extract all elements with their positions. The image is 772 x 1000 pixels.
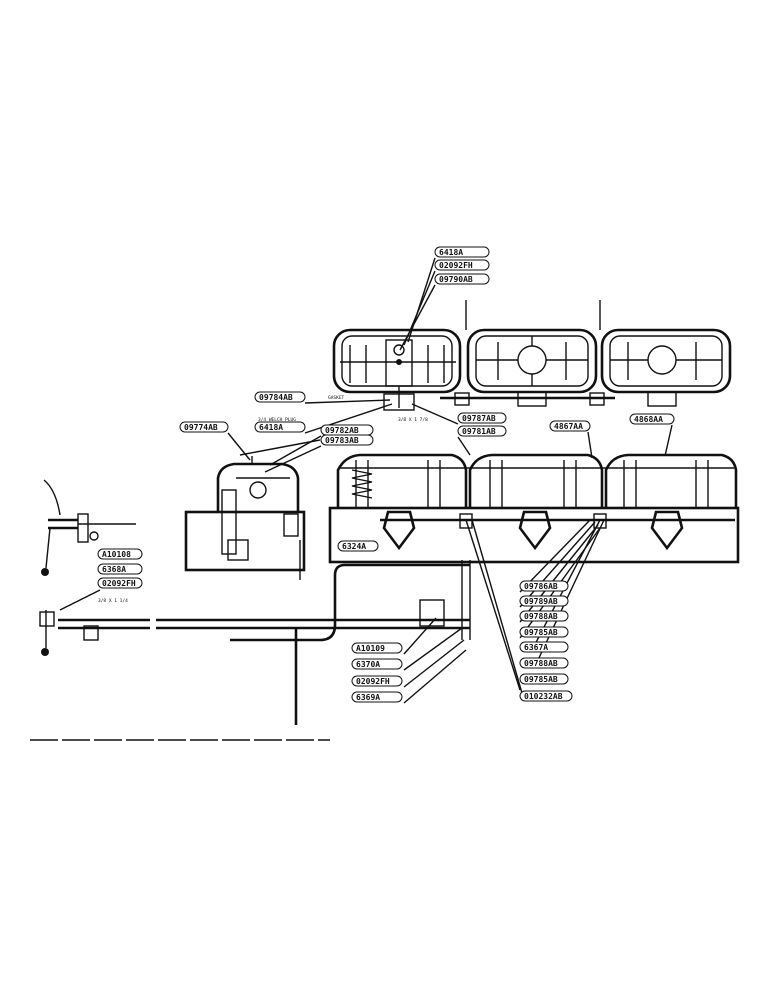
callout-09789ab: 09789AB bbox=[519, 595, 569, 607]
callout-text: 09790AB bbox=[439, 275, 473, 284]
callout-09785ab-2: 09785AB bbox=[519, 673, 569, 685]
callout-text: 4867AA bbox=[554, 422, 583, 431]
carburetor-bowl-middle bbox=[466, 328, 598, 407]
part-callouts: 6418A 02092FH 09790AB 09784AB 6418A 09774AB 09… bbox=[97, 246, 675, 703]
callout-text: 010232AB bbox=[524, 692, 563, 701]
callout-6418a-mid: 6418A bbox=[254, 421, 306, 433]
callout-4867aa: 4867AA bbox=[549, 420, 591, 432]
leader-lines bbox=[227, 257, 673, 704]
callout-text: 09788AB bbox=[524, 612, 558, 621]
callout-09774ab: 09774AB bbox=[179, 421, 229, 433]
callout-text: 6418A bbox=[259, 423, 283, 432]
callout-02092fh-left: 02092FH bbox=[97, 577, 143, 589]
callout-a10108: A10108 bbox=[97, 548, 143, 560]
callout-a10109: A10109 bbox=[351, 642, 403, 654]
callout-09787ab: 09787AB bbox=[457, 412, 507, 424]
callout-text: 6418A bbox=[439, 248, 463, 257]
left-small-note: 3/8 X 1 1/4 bbox=[98, 598, 128, 604]
callout-text: 09785AB bbox=[524, 628, 558, 637]
callout-6368a: 6368A bbox=[97, 563, 143, 575]
callout-text: 02092FH bbox=[439, 261, 473, 270]
callout-09783ab: 09783AB bbox=[320, 434, 374, 446]
callout-text: A10108 bbox=[102, 550, 131, 559]
callout-09786ab: 09786AB bbox=[519, 580, 569, 592]
carburetor-bowl-right bbox=[600, 328, 732, 407]
callout-6370a: 6370A bbox=[351, 658, 403, 670]
callout-6369a: 6369A bbox=[351, 691, 403, 703]
callout-text: 09787AB bbox=[462, 414, 496, 423]
callout-6418a-top: 6418A bbox=[434, 246, 490, 258]
callout-text: 09782AB bbox=[325, 426, 359, 435]
callout-09788ab-2: 09788AB bbox=[519, 657, 569, 669]
callout-09781ab: 09781AB bbox=[457, 425, 507, 437]
callout-4868aa: 4868AA bbox=[629, 413, 675, 425]
callout-6324a: 6324A bbox=[337, 540, 379, 552]
callout-text: 02092FH bbox=[356, 677, 390, 686]
callout-text: 09783AB bbox=[325, 436, 359, 445]
callout-text: 09785AB bbox=[524, 675, 558, 684]
callout-09785ab-1: 09785AB bbox=[519, 626, 569, 638]
callout-02092fh-top: 02092FH bbox=[434, 259, 490, 271]
callout-text: 09786AB bbox=[524, 582, 558, 591]
callout-text: 09774AB bbox=[184, 423, 218, 432]
carburetor-cross-section bbox=[184, 439, 321, 580]
callout-text: 6370A bbox=[356, 660, 380, 669]
callout-09784ab: 09784AB bbox=[254, 391, 306, 403]
throttle-lever-left bbox=[39, 479, 136, 656]
callout-text: 6367A bbox=[524, 643, 548, 652]
callout-02092fh-low: 02092FH bbox=[351, 675, 403, 687]
callout-text: 6368A bbox=[102, 565, 126, 574]
callout-6367a: 6367A bbox=[519, 641, 569, 653]
callout-010232ab: 010232AB bbox=[519, 690, 573, 702]
callout-text: 09784AB bbox=[259, 393, 293, 402]
gasket-note: GASKET bbox=[328, 395, 345, 401]
callout-text: A10109 bbox=[356, 644, 385, 653]
intake-manifold-assembly bbox=[328, 453, 740, 564]
callout-text: 6324A bbox=[342, 542, 366, 551]
callout-text: 6369A bbox=[356, 693, 380, 702]
callout-09790ab: 09790AB bbox=[434, 273, 490, 285]
callout-text: 02092FH bbox=[102, 579, 136, 588]
carburetor-bowl-left bbox=[332, 328, 462, 411]
callout-text: 09781AB bbox=[462, 427, 496, 436]
callout-text: 4868AA bbox=[634, 415, 663, 424]
callout-text: 09788AB bbox=[524, 659, 558, 668]
callout-09782ab: 09782AB bbox=[320, 424, 374, 436]
callout-09788ab-1: 09788AB bbox=[519, 610, 569, 622]
small-note: 3/8 X 1 7/8 bbox=[398, 417, 428, 423]
welch-plug-note: 3/4 WELCH PLUG bbox=[258, 417, 296, 423]
callout-text: 09789AB bbox=[524, 597, 558, 606]
